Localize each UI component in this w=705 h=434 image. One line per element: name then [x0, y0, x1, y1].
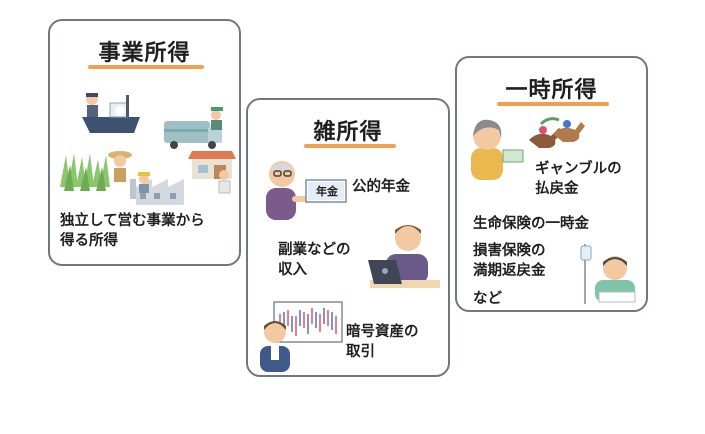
- insurance-illustration: [580, 244, 636, 304]
- pension-card-icon: [305, 179, 347, 203]
- truck-icon: [164, 107, 223, 149]
- crypto-line-2: 取引: [346, 344, 375, 360]
- business-income-title-underline: [88, 65, 204, 69]
- business-income-card: 事業所得: [48, 19, 241, 266]
- business-income-title: 事業所得: [98, 41, 191, 66]
- woman-with-ticket-icon: [471, 119, 524, 180]
- business-illustration: [60, 93, 236, 205]
- side-job-line-2: 収入: [278, 262, 307, 278]
- etc-label: など: [473, 291, 502, 307]
- iv-drip-icon: [580, 244, 592, 304]
- public-pension-label: 公的年金: [352, 179, 410, 195]
- investor-icon: [260, 321, 290, 372]
- property-insurance-line-2: 満期返戻金: [473, 263, 546, 279]
- side-job-illustration: [368, 225, 440, 288]
- laptop-worker-icon: [368, 225, 440, 288]
- pension-illustration: [266, 161, 347, 220]
- factory-icon: [130, 172, 184, 205]
- business-income-description-line-1: 独立して営む事業から: [60, 213, 205, 229]
- life-insurance-label: 生命保険の一時金: [473, 216, 589, 232]
- miscellaneous-income-title-underline: [304, 144, 396, 148]
- temporary-income-title: 一時所得: [505, 78, 598, 103]
- hospital-patient-icon: [595, 256, 636, 303]
- gambling-line-2: 払戻金: [535, 181, 579, 197]
- horse-racing-icon: [529, 117, 585, 148]
- shop-icon: [188, 151, 236, 194]
- business-income-description-line-2: 得る所得: [60, 233, 118, 249]
- gambling-illustration: [471, 117, 585, 180]
- crypto-line-1: 暗号資産の: [346, 324, 419, 340]
- pension-card-label: 年金: [316, 185, 338, 198]
- side-job-line-1: 副業などの: [278, 242, 351, 258]
- farmer-icon: [108, 151, 132, 182]
- temporary-income-card: 一時所得 ギャンブルの 払戻金 生命保険の一時金 損害保険の 満期返戻金 など: [455, 56, 648, 312]
- fishing-boat-icon: [82, 93, 140, 133]
- crypto-illustration: [260, 301, 343, 372]
- rice-field-icon: [60, 153, 110, 191]
- miscellaneous-income-title: 雑所得: [313, 120, 383, 145]
- gambling-line-1: ギャンブルの: [535, 161, 622, 177]
- temporary-income-title-underline: [497, 102, 609, 106]
- miscellaneous-income-card: 雑所得 年金 公的年金 副業などの 収入: [246, 98, 450, 377]
- property-insurance-line-1: 損害保険の: [473, 243, 546, 259]
- elderly-person-icon: [266, 161, 308, 220]
